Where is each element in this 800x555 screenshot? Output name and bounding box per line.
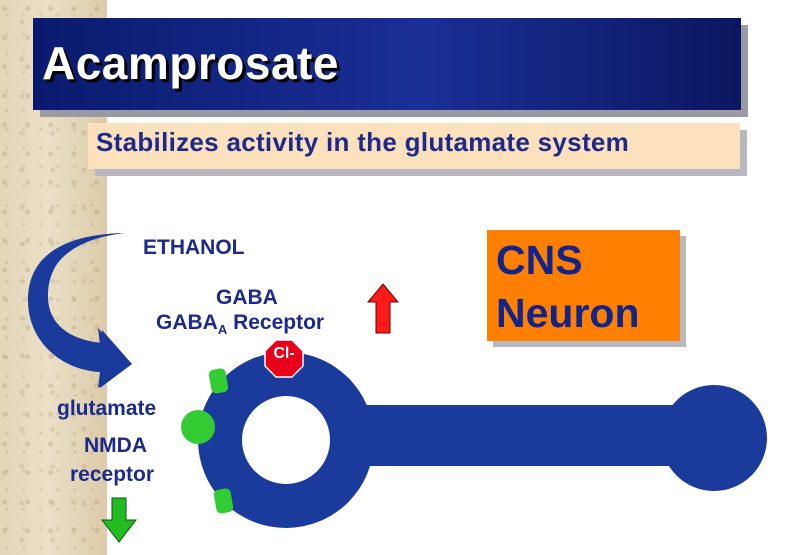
chloride-stop-sign xyxy=(264,339,304,378)
nmda-label-line2: receptor xyxy=(70,463,155,486)
cns-box xyxy=(487,230,680,341)
cns-label-line2: Neuron xyxy=(496,290,640,336)
cns-label-line1: CNS xyxy=(496,237,583,283)
nmda-label-line1: NMDA xyxy=(84,434,147,457)
receptor-upper-small xyxy=(208,368,229,394)
glutamate-label: glutamate xyxy=(57,397,157,420)
nmda-down-arrow xyxy=(100,497,138,543)
gaba-label: GABA xyxy=(216,286,278,309)
ethanol-label: ETHANOL xyxy=(143,236,245,259)
chloride-label: Cl- xyxy=(273,345,295,362)
title-bar xyxy=(33,18,741,110)
subtitle-box xyxy=(88,123,740,169)
gaba-receptor-label: GABAA Receptor xyxy=(156,311,324,337)
axon xyxy=(345,405,690,466)
neuron-nucleus xyxy=(242,396,330,484)
gaba-up-arrow xyxy=(366,283,400,334)
axon-terminal xyxy=(661,385,767,491)
gaba-receptor-subscript: A xyxy=(217,322,228,338)
gaba-receptor-prefix: GABA xyxy=(156,311,218,334)
gaba-receptor-suffix: Receptor xyxy=(227,311,325,334)
nmda-receptor-circle xyxy=(181,410,215,444)
slide-subtitle: Stabilizes activity in the glutamate sys… xyxy=(96,127,630,157)
ethanol-arrow-body xyxy=(28,233,132,388)
slide-title: Acamprosate xyxy=(42,37,339,89)
receptor-lower-small xyxy=(213,488,234,514)
